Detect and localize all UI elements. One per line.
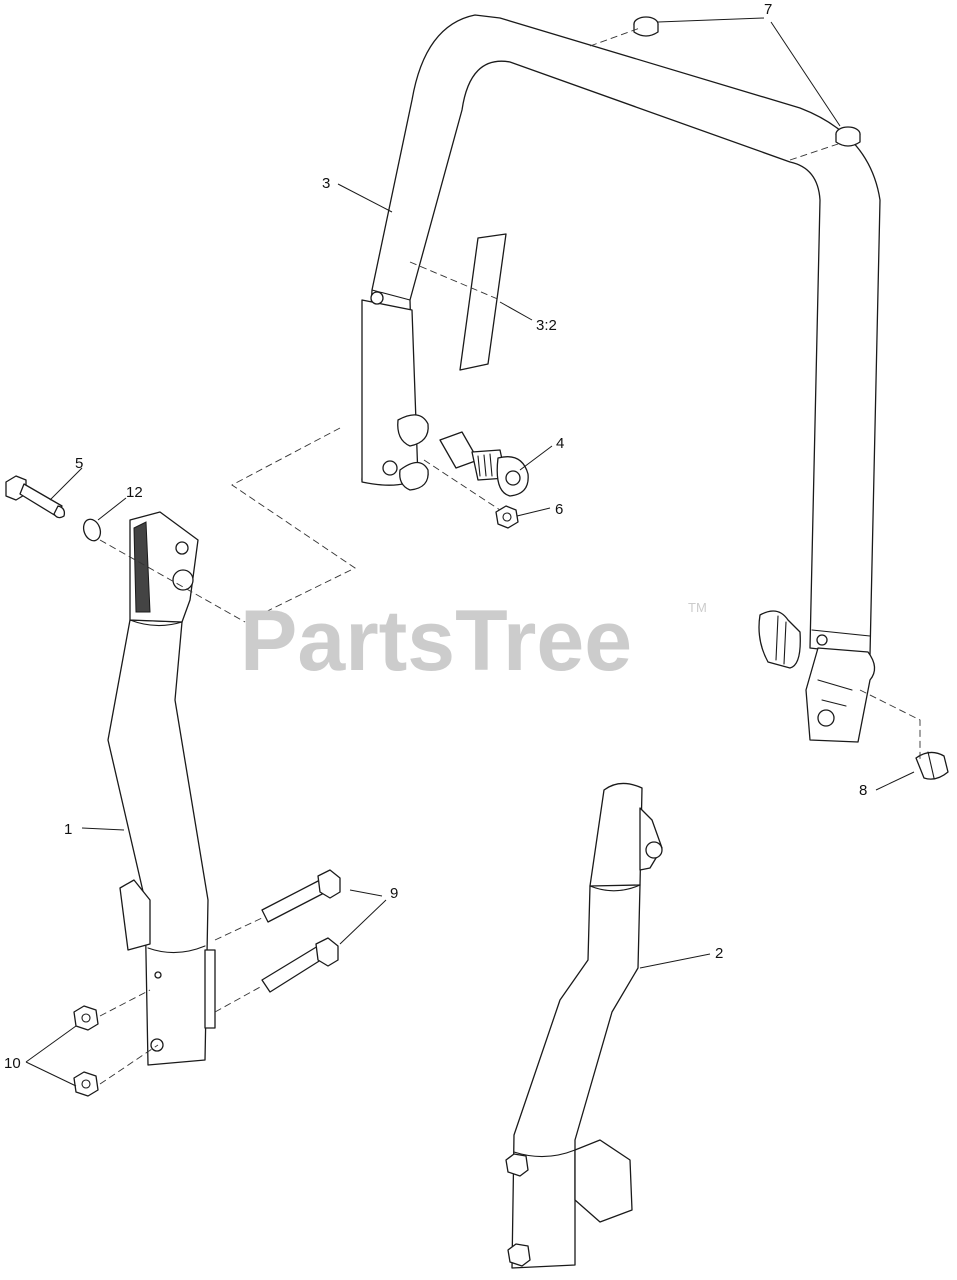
nuts — [73, 1005, 99, 1097]
callout-12: 12 — [126, 484, 143, 501]
callout-1: 1 — [64, 821, 72, 838]
callout-3: 3 — [322, 175, 330, 192]
left-lower-tube — [107, 511, 216, 1066]
decal-label — [459, 233, 507, 371]
assembly-lines — [99, 27, 921, 1085]
roll-bar-hoop — [361, 14, 881, 743]
latch-pin-assembly-right — [758, 610, 801, 669]
latch-pin-assembly — [439, 431, 529, 497]
hoop-left-bracket — [361, 299, 419, 486]
caps — [633, 16, 861, 147]
watermark-logo: PartsTree — [240, 593, 632, 689]
callout-8: 8 — [859, 782, 867, 799]
bolts — [261, 869, 341, 993]
callout-9: 9 — [390, 885, 398, 902]
callout-3-2: 3:2 — [536, 317, 557, 334]
leader-lines — [25, 17, 915, 1087]
callout-10: 10 — [4, 1055, 21, 1072]
o-ring — [82, 518, 102, 542]
callout-5: 5 — [75, 455, 83, 472]
flange-nut — [495, 505, 519, 529]
callout-4: 4 — [556, 435, 564, 452]
callout-2: 2 — [715, 945, 723, 962]
callout-7: 7 — [764, 1, 772, 18]
hoop-right-bracket — [805, 647, 876, 743]
right-lower-tube — [505, 782, 663, 1269]
watermark-trademark: TM — [688, 600, 707, 615]
callout-6: 6 — [555, 501, 563, 518]
pivot-bolt — [5, 475, 66, 519]
latch-knob — [915, 751, 949, 780]
callout-labels: 1 2 3 3:2 4 5 6 7 8 9 10 12 — [4, 1, 867, 1072]
